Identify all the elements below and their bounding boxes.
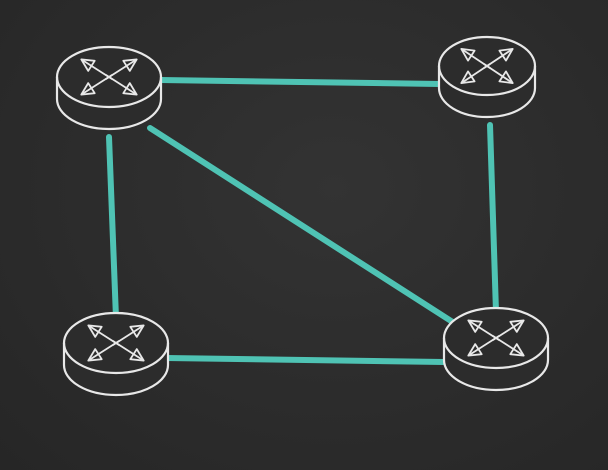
router-bottom-right xyxy=(442,306,550,392)
router-top-right xyxy=(437,35,537,119)
links-layer xyxy=(106,77,499,365)
router-icon xyxy=(62,311,170,397)
router-icon xyxy=(55,45,163,131)
link-top-left-to-bottom-left xyxy=(106,134,119,321)
router-bottom-left xyxy=(62,311,170,397)
router-icon xyxy=(437,35,537,119)
link-top-left-to-bottom-right xyxy=(147,125,465,331)
link-bottom-left-to-bottom-right xyxy=(163,355,447,365)
router-icon xyxy=(442,306,550,392)
link-top-right-to-bottom-right xyxy=(487,122,499,315)
nodes-layer xyxy=(55,35,550,397)
router-top-left xyxy=(55,45,163,131)
link-top-left-to-top-right xyxy=(157,77,443,87)
